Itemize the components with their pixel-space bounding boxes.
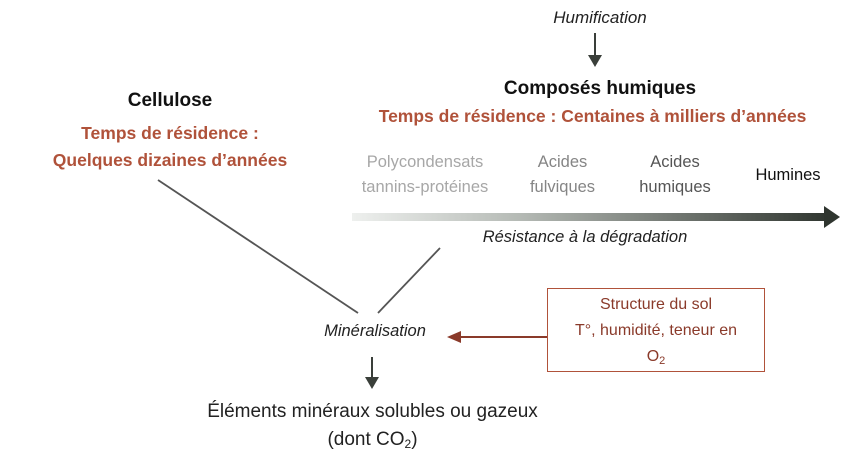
- category-line2: humiques: [639, 178, 711, 196]
- result-line1: Éléments minéraux solubles ou gazeux: [207, 401, 538, 422]
- humification-arrow: [588, 33, 602, 67]
- humic-line: [377, 247, 441, 314]
- category-line1: Acides: [537, 153, 588, 171]
- factor-line3: O2: [646, 348, 666, 367]
- cellulose-residence-line2: Quelques dizaines d’années: [52, 150, 288, 170]
- factor-line1: Structure du sol: [599, 296, 713, 313]
- category-line1: Acides: [650, 153, 700, 171]
- category-line1: Polycondensats: [366, 153, 484, 171]
- mineralisation-label: Minéralisation: [324, 322, 426, 340]
- category-line1: Humines: [755, 166, 821, 184]
- resistance-gradient-arrow: [352, 206, 840, 228]
- cellulose-residence-time: Temps de résidence : Quelques dizaines d…: [20, 120, 320, 174]
- factors-arrow: [447, 331, 547, 343]
- humic-residence-time: Temps de résidence : Centaines à millier…: [378, 106, 807, 126]
- cellulose-title: Cellulose: [127, 90, 213, 111]
- result-line2: (dont CO2): [327, 429, 418, 451]
- category-acides-humiques: Acides humiques: [620, 150, 730, 200]
- cellulose-residence-line1: Temps de résidence :: [81, 123, 259, 143]
- category-polycondensats: Polycondensats tannins-protéines: [340, 150, 510, 200]
- mineralisation-arrow: [365, 357, 379, 389]
- cellulose-line: [157, 179, 359, 314]
- mineral-elements-result: Éléments minéraux solubles ou gazeux (do…: [150, 398, 595, 454]
- category-humines: Humines: [738, 163, 838, 188]
- category-line2: tannins-protéines: [361, 178, 489, 196]
- factor-line2: T°, humidité, teneur en: [574, 322, 738, 339]
- humification-label: Humification: [553, 8, 647, 27]
- soil-factors-box: Structure du sol T°, humidité, teneur en…: [547, 288, 765, 372]
- category-acides-fulviques: Acides fulviques: [510, 150, 615, 200]
- humic-compounds-title: Composés humiques: [503, 78, 697, 99]
- category-line2: fulviques: [529, 178, 596, 196]
- resistance-label: Résistance à la dégradation: [482, 228, 688, 246]
